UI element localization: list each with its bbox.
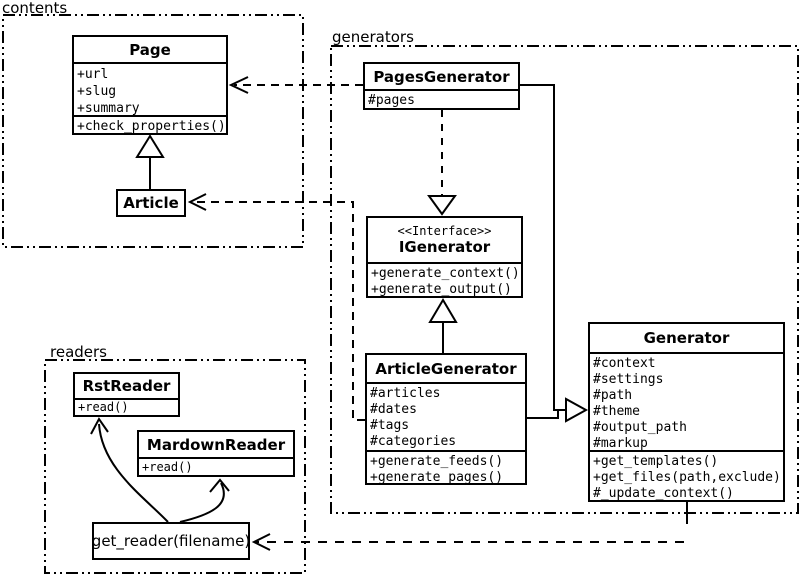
method-line: +get_templates(): [593, 454, 719, 469]
attributes-generator: #context #settings #path #theme #output_…: [590, 352, 783, 450]
attribute-line: #dates: [370, 402, 417, 417]
class-title-articlegenerator: ArticleGenerator: [375, 359, 517, 378]
attribute-line: #pages: [368, 93, 415, 108]
attribute-line: #path: [593, 388, 633, 403]
attributes-pagesgenerator: #pages: [365, 89, 518, 110]
class-box-article: Article: [116, 189, 186, 217]
attribute-line: +slug: [77, 84, 117, 99]
method-line: +generate_feeds(): [370, 454, 504, 469]
package-border-contents: [2, 14, 304, 248]
package-label-generators: generators: [332, 28, 414, 46]
class-box-page: Page +url +slug +summary +check_properti…: [72, 35, 228, 135]
method-line: +read(): [78, 400, 129, 414]
edge-articlegenerator-article: [192, 201, 365, 421]
arrowhead-rstreader: [90, 417, 109, 435]
attribute-line: #markup: [593, 436, 648, 450]
attribute-line: #theme: [593, 404, 640, 419]
class-title-igenerator: <<Interface>> IGenerator: [368, 218, 521, 262]
methods-articlegenerator: +generate_feeds() +generate_pages(): [367, 450, 525, 487]
attribute-line: +summary: [77, 101, 140, 115]
package-label-contents: contents: [2, 0, 68, 17]
attributes-articlegenerator: #articles #dates #tags #categories: [367, 382, 525, 450]
method-line: +generate_pages(): [370, 470, 504, 485]
edge-getreader-rstreader: [98, 423, 169, 523]
attributes-page: +url +slug +summary: [74, 62, 226, 115]
inheritance-arrow-page: [135, 134, 165, 158]
interface-stereotype: <<Interface>>: [397, 224, 492, 238]
methods-page: +check_properties(): [74, 115, 226, 137]
method-line: +read(): [142, 460, 193, 474]
method-line: +check_properties(): [77, 119, 226, 134]
realization-arrow-igenerator-bottom: [428, 298, 458, 323]
package-border-generators: [330, 45, 799, 514]
attribute-line: #categories: [370, 434, 457, 449]
package-label-readers: readers: [50, 343, 107, 361]
edge-getreader-mardownreader: [179, 482, 225, 523]
class-box-igenerator: <<Interface>> IGenerator +generate_conte…: [366, 216, 523, 298]
attribute-line: #articles: [370, 386, 441, 401]
class-title-article: Article: [123, 194, 179, 212]
attribute-line: +url: [77, 67, 109, 82]
attribute-line: #context: [593, 356, 656, 371]
class-box-generator: Generator #context #settings #path #them…: [588, 322, 785, 502]
attribute-line: #output_path: [593, 420, 687, 435]
class-title-mardownreader: MardownReader: [146, 435, 286, 454]
methods-mardownreader: +read(): [139, 457, 293, 475]
method-line: #_update_context(): [593, 486, 734, 501]
class-box-rstreader: RstReader +read(): [73, 372, 180, 417]
dependency-arrow-article: [187, 193, 207, 211]
dependency-arrow-page: [228, 76, 249, 94]
class-box-pagesgenerator: PagesGenerator #pages: [363, 62, 520, 110]
methods-generator: +get_templates() +get_files(path,exclude…: [590, 450, 783, 504]
edge-articlegenerator-generator: [527, 409, 566, 419]
inheritance-arrow-generator: [565, 397, 589, 423]
class-title-generator: Generator: [643, 329, 730, 347]
methods-rstreader: +read(): [75, 398, 178, 415]
class-box-articlegenerator: ArticleGenerator #articles #dates #tags …: [365, 353, 527, 485]
class-name-igenerator: IGenerator: [398, 238, 491, 256]
attribute-line: #settings: [593, 372, 664, 387]
realization-arrow-igenerator-top: [427, 195, 457, 216]
method-line: +get_files(path,exclude): [593, 470, 781, 485]
arrowhead-mardownreader: [209, 478, 230, 493]
class-title-pagesgenerator: PagesGenerator: [373, 67, 510, 86]
function-box-get-reader: get_reader(filename): [92, 522, 250, 560]
class-title-rstreader: RstReader: [82, 377, 171, 395]
method-line: +generate_output(): [371, 282, 512, 297]
dependency-arrow-getreader: [251, 533, 271, 551]
methods-igenerator: +generate_context() +generate_output(): [368, 262, 521, 298]
class-box-mardownreader: MardownReader +read(): [137, 430, 295, 477]
class-title-page: Page: [129, 40, 171, 59]
package-border-readers: [44, 359, 306, 574]
method-line: +generate_context(): [371, 266, 520, 281]
attribute-line: #tags: [370, 418, 410, 433]
